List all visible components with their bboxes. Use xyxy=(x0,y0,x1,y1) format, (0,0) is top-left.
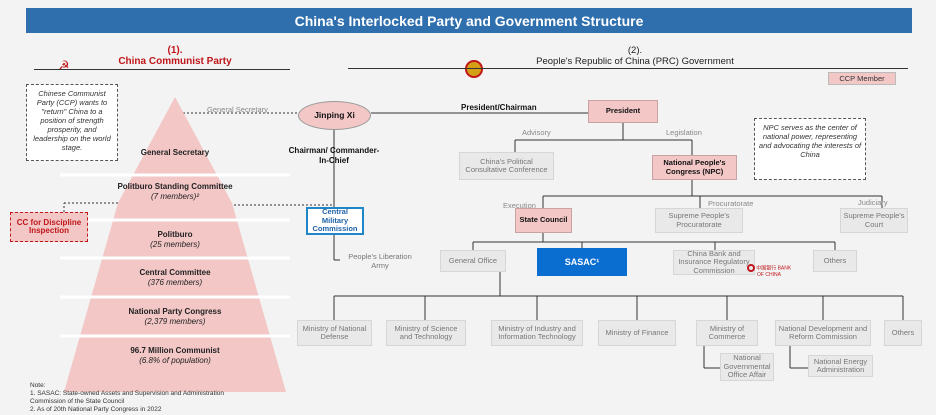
footnote-heading: Note: xyxy=(30,382,46,389)
jinping-xi-node: Jinping Xi xyxy=(298,101,371,130)
cc-discipline-box: CC for Discipline Inspection xyxy=(10,212,88,242)
bank-logo-text: 中国银行 BANK OF CHINA xyxy=(756,265,792,278)
label-advisory: Advisory xyxy=(522,128,551,137)
ministry-science-technology: Ministry of Science and Technology xyxy=(386,320,466,346)
footnote-2: 2. As of 20th National Party Congress in… xyxy=(30,406,162,413)
tier-sub: (6.8% of population) xyxy=(139,355,211,365)
label-procuratorate: Procuratorate xyxy=(708,199,754,208)
pyramid-shape xyxy=(64,97,286,392)
right-header-name: People's Republic of China (PRC) Governm… xyxy=(536,56,734,67)
others-box-top: Others xyxy=(813,250,857,272)
label-execution: Execution xyxy=(503,201,536,210)
left-header-rule xyxy=(34,69,290,70)
ministry-industry-it: Ministry of Industry and Information Tec… xyxy=(491,320,583,346)
left-header: (1). China Communist Party xyxy=(90,45,260,67)
spc-box: Supreme People's Court xyxy=(840,208,908,233)
label-judiciary: Judiciary xyxy=(858,198,888,207)
ministry-national-defense: Ministry of National Defense xyxy=(297,320,372,346)
right-header: (2). People's Republic of China (PRC) Go… xyxy=(495,45,775,67)
general-office-box: General Office xyxy=(440,250,506,272)
ndrc-box: National Development and Reform Commissi… xyxy=(775,320,871,346)
left-header-number: (1). xyxy=(167,45,183,56)
cmc-box: Central Military Commission xyxy=(306,207,364,235)
pyramid-tier-politburo: Politburo (25 members) xyxy=(110,230,240,249)
ccp-note: Chinese Communist Party (CCP) wants to "… xyxy=(26,84,118,161)
footnotes: Note: 1. SASAC: State-owned Assets and S… xyxy=(30,382,230,414)
nea-box: National Energy Administration xyxy=(808,355,873,377)
footnote-1: 1. SASAC: State-owned Assets and Supervi… xyxy=(30,390,225,405)
prc-emblem-icon xyxy=(465,60,483,78)
npc-note: NPC serves as the center of national pow… xyxy=(754,118,866,180)
tier-sub: (2,379 members) xyxy=(144,316,206,326)
others-box-bottom: Others xyxy=(884,320,922,346)
ministry-commerce: Ministry of Commerce xyxy=(696,320,758,346)
tier-sub: (7 members)² xyxy=(150,191,199,201)
pyramid-tier-communists: 96.7 Million Communist (6.8% of populati… xyxy=(80,346,270,365)
label-president-chairman: President/Chairman xyxy=(461,103,537,112)
sasac-box: SASAC¹ xyxy=(537,248,627,276)
npc-box: National People's Congress (NPC) xyxy=(652,155,737,180)
label-legislation: Legislation xyxy=(666,128,702,137)
tier-title: Politburo xyxy=(157,230,193,239)
tier-title: National Party Congress xyxy=(128,307,222,316)
ministry-finance: Ministry of Finance xyxy=(598,320,676,346)
cbirc-box: China Bank and Insurance Regulatory Comm… xyxy=(673,249,755,275)
bank-of-china-logo: 中国银行 BANK OF CHINA xyxy=(745,264,793,278)
president-box: President xyxy=(588,100,658,123)
label-general-secretary: General Secretary xyxy=(207,105,268,114)
cppcc-box: China's Political Consultative Conferenc… xyxy=(459,152,554,180)
pyramid-tier-central-committee: Central Committee (376 members) xyxy=(100,268,250,287)
hammer-sickle-icon: ☭ xyxy=(58,58,70,73)
tier-title: Central Committee xyxy=(139,268,211,277)
tier-title: Politburo Standing Committee xyxy=(117,182,233,191)
state-council-box: State Council xyxy=(515,208,572,233)
pyramid-tier-standing-committee: Politburo Standing Committee (7 members)… xyxy=(115,182,235,201)
page-title: China's Interlocked Party and Government… xyxy=(26,8,912,33)
pla-box: People's Liberation Army xyxy=(340,248,420,275)
pyramid-tier-general-secretary: General Secretary xyxy=(130,148,220,158)
ngoa-box: National Governmental Office Affair xyxy=(720,353,774,381)
tier-title: General Secretary xyxy=(140,148,210,157)
spp-box: Supreme People's Procuratorate xyxy=(655,208,743,233)
label-chairman-cic: Chairman/ Commander-In-Chief xyxy=(288,146,380,165)
pyramid-tier-national-party-congress: National Party Congress (2,379 members) xyxy=(90,307,260,326)
tier-sub: (376 members) xyxy=(147,277,203,287)
legend-ccp-member: CCP Member xyxy=(828,72,896,85)
tier-sub: (25 members) xyxy=(150,239,200,249)
tier-title: 96.7 Million Communist xyxy=(130,346,220,355)
left-header-name: China Communist Party xyxy=(118,56,232,67)
right-header-rule xyxy=(348,68,908,69)
right-header-number: (2). xyxy=(627,45,643,56)
